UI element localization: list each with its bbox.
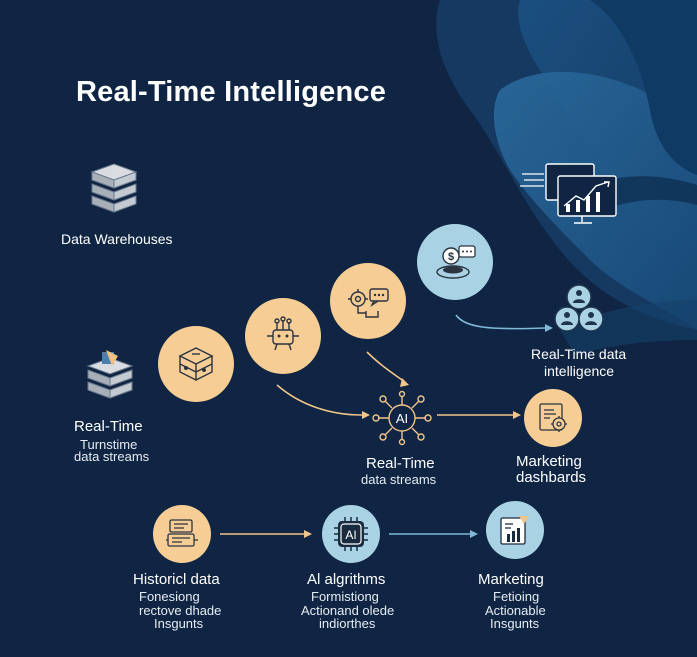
page-title: Real-Time Intelligence bbox=[76, 76, 387, 108]
server-stack-icon bbox=[90, 163, 138, 213]
dashboard-gear-icon bbox=[539, 403, 567, 432]
processor-icon bbox=[267, 316, 299, 351]
blue-connectors bbox=[389, 314, 546, 535]
processor-step-node bbox=[245, 298, 321, 374]
marketing-dashboards-line2: dashbards bbox=[516, 469, 587, 486]
arrow-down-to-hub bbox=[366, 351, 406, 383]
real-time-source-sub-1: Turnstime bbox=[80, 437, 138, 452]
marketing-sub-3: Insgunts bbox=[490, 616, 540, 631]
historic-data-node bbox=[153, 505, 211, 563]
svg-text:AI: AI bbox=[396, 411, 408, 426]
marketing-dashboards-node bbox=[524, 389, 582, 447]
svg-text:$: $ bbox=[448, 251, 454, 263]
ai-algorithms-sub-2: Actionand olede bbox=[301, 603, 395, 618]
historic-data-label: Historicl data bbox=[133, 571, 220, 588]
ai-hub-sub: data streams bbox=[361, 472, 437, 487]
marketing-node bbox=[486, 501, 544, 559]
document-stack-icon bbox=[166, 519, 198, 547]
ai-algorithms-sub-3: indiorthes bbox=[319, 616, 376, 631]
marketing-dashboards-line1: Marketing bbox=[516, 453, 582, 470]
svg-text:AI: AI bbox=[345, 528, 356, 542]
marketing-sub-1: Fetioing bbox=[493, 589, 540, 604]
money-chat-step-node: $ bbox=[417, 224, 493, 300]
ai-algorithms-label: Al algrithms bbox=[307, 571, 386, 588]
rti-label-line2: intelligence bbox=[544, 363, 615, 379]
database-box-icon bbox=[178, 347, 214, 382]
ai-algorithms-node: AI bbox=[322, 505, 380, 563]
database-step-node bbox=[158, 326, 234, 402]
money-chat-icon: $ bbox=[436, 245, 476, 279]
real-time-source-sub-2: data streams bbox=[74, 449, 150, 464]
marketing-sub-2: Actionable bbox=[485, 603, 546, 618]
marketing-label: Marketing bbox=[478, 571, 544, 588]
orange-connectors bbox=[220, 351, 513, 535]
historic-data-sub-3: Insgunts bbox=[154, 616, 204, 631]
historic-data-sub-1: Fonesiong bbox=[139, 589, 200, 604]
gear-chat-icon bbox=[348, 288, 389, 318]
data-warehouses-label: Data Warehouses bbox=[61, 231, 173, 247]
rti-label-line1: Real-Time data bbox=[531, 346, 627, 362]
bar-chart-icon bbox=[500, 516, 529, 545]
ai-hub-label: Real-Time bbox=[366, 455, 435, 472]
historic-data-sub-2: rectove dhade bbox=[139, 603, 222, 618]
ai-network-icon: AI bbox=[372, 390, 432, 446]
ai-algorithms-sub-1: Formistiong bbox=[311, 589, 379, 604]
people-group-icon bbox=[554, 284, 604, 332]
server-stack-icon bbox=[86, 350, 134, 399]
gear-chat-step-node bbox=[330, 263, 406, 339]
ai-chip-icon: AI bbox=[334, 517, 368, 551]
arrow-to-hub bbox=[276, 384, 363, 416]
real-time-source-label: Real-Time bbox=[74, 418, 143, 435]
monitor-chart-icon bbox=[520, 163, 617, 224]
